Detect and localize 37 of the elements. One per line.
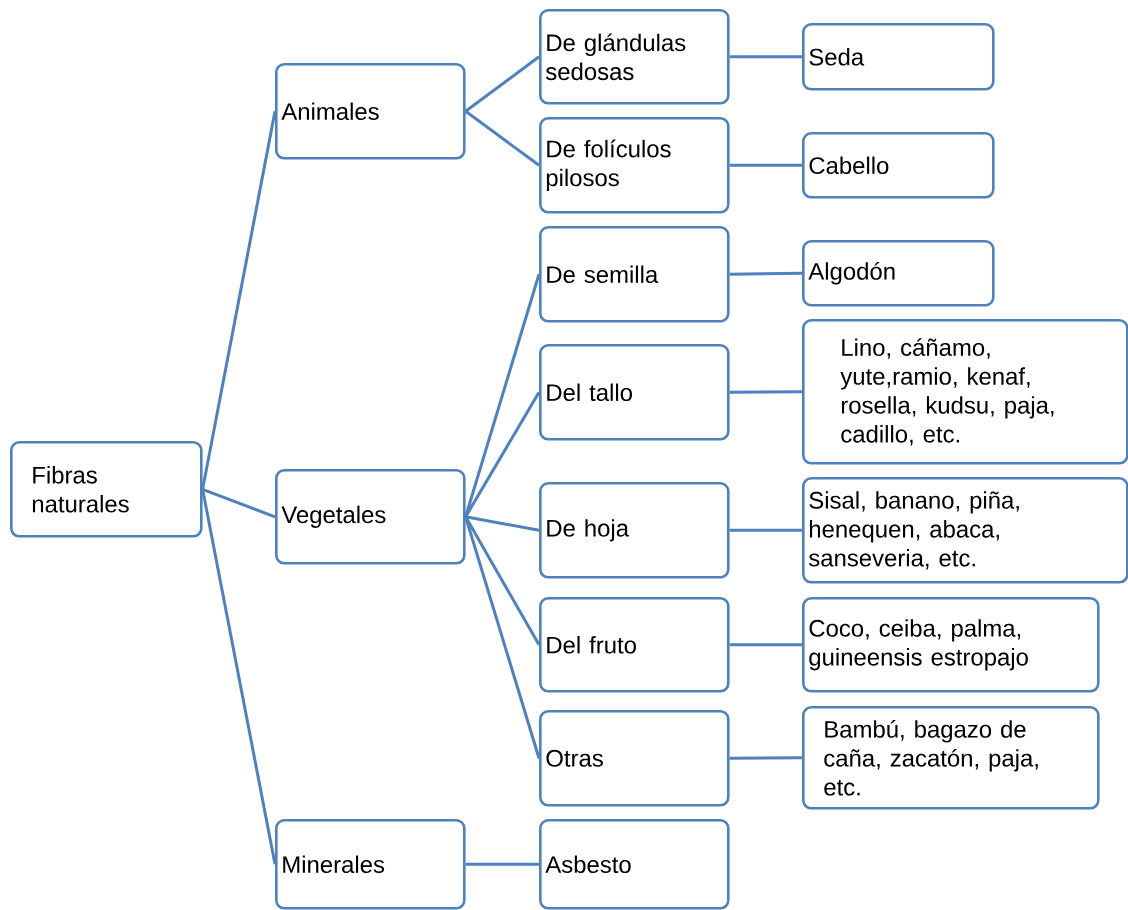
category-box: Algodón (802, 240, 995, 307)
category-box: Del fruto (539, 597, 730, 693)
category-box: Coco, ceiba, palma, guineensis estropajo (802, 597, 1100, 693)
connector-line (465, 515, 540, 532)
connector-line (729, 390, 802, 394)
connector-line (202, 487, 276, 519)
connector-line (729, 528, 802, 532)
category-box: De semilla (539, 226, 730, 323)
connector-line (464, 516, 541, 759)
category-box: De folículos pilosos (539, 117, 730, 214)
category-box: Fibras naturales (10, 441, 203, 538)
category-box: Otras (539, 710, 730, 807)
category-box: Bambú, bagazo de caña, zacatón, paja, etc. (802, 706, 1100, 810)
connector-line (729, 756, 802, 760)
connector-line (729, 643, 802, 647)
category-box: Minerales (275, 819, 466, 910)
category-box: Sisal, banano, piña, henequen, abaca, sanseveria, etc. (802, 477, 1128, 584)
category-box: Seda (802, 23, 995, 91)
connector-line (464, 110, 540, 167)
connector-line (465, 862, 539, 866)
category-box: Cabello (802, 132, 995, 199)
category-box: Animales (275, 63, 466, 160)
connector-line (201, 111, 277, 490)
category-box: Lino, cáñamo, yute,ramio, kenaf, rosella, kudsu, paja, cadillo, etc. (802, 319, 1128, 465)
connector-line (729, 163, 802, 167)
connector-line (464, 516, 541, 646)
connector-line (464, 55, 540, 113)
category-box: De glándulas sedosas (539, 9, 730, 105)
connector-line (729, 271, 803, 276)
category-box: Vegetales (275, 469, 466, 565)
connector-line (201, 489, 277, 865)
connector-line (464, 391, 541, 518)
connector-line (464, 273, 541, 518)
category-box: Asbesto (539, 819, 730, 910)
category-box: De hoja (539, 482, 730, 579)
category-box: Del tallo (539, 344, 730, 441)
connector-line (729, 55, 802, 59)
